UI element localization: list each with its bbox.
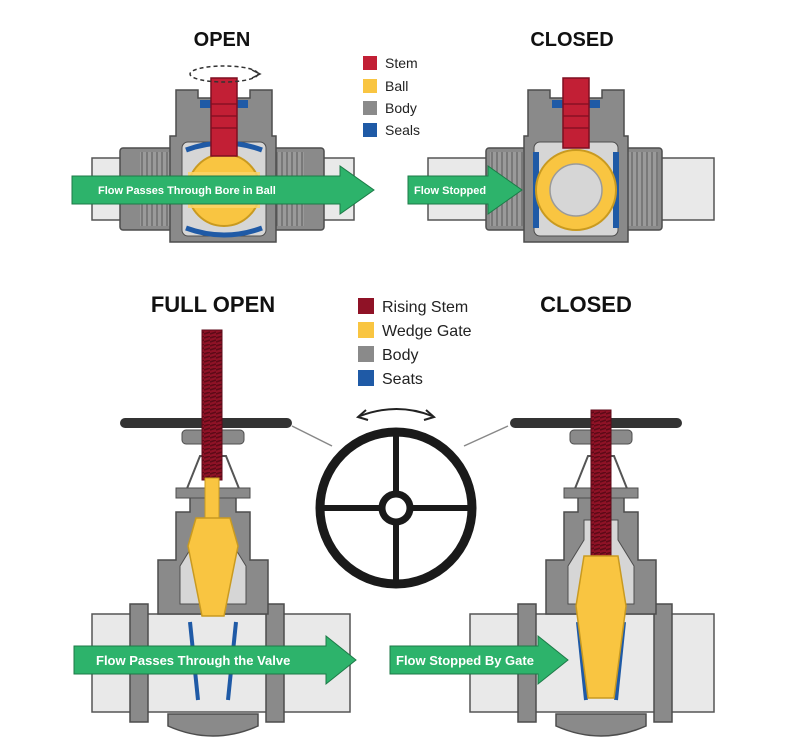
legend-label: Ball: [385, 78, 408, 94]
gate-valve-open-title: FULL OPEN: [151, 292, 275, 317]
handwheel-top-view: [291, 408, 509, 589]
wedge-gate: [575, 555, 627, 699]
ball-valve-open: Flow Passes Through Bore in Ball: [71, 65, 375, 243]
legend-label: Wedge Gate: [382, 323, 472, 340]
flow-arrow: [389, 634, 569, 686]
wedge-gate: [187, 517, 239, 617]
gate-open-flow-label: Flow Passes Through the Valve: [96, 653, 290, 668]
ball-valve-legend: Stem Ball Body Seals: [363, 55, 420, 138]
ball-valve-closed-title: CLOSED: [530, 29, 613, 51]
seal: [185, 225, 263, 238]
gate-valve-open: Flow Passes Through the Valve: [73, 329, 357, 737]
ball-open-flow-label: Flow Passes Through Bore in Ball: [98, 185, 276, 197]
legend-swatch-ball: [363, 79, 377, 93]
stem: [562, 77, 590, 149]
gate-closed-flow-label: Flow Stopped By Gate: [396, 653, 534, 668]
ball-valve-closed: Flow Stopped: [407, 77, 715, 243]
stem: [210, 77, 238, 157]
flow-arrow: [407, 165, 523, 215]
rotate-arrow-icon: [359, 408, 433, 417]
gate-valve-closed-title: CLOSED: [540, 292, 632, 317]
rising-stem: [590, 409, 612, 559]
legend-swatch-body: [358, 346, 374, 362]
legend-swatch-stem: [363, 56, 377, 70]
rising-stem: [201, 329, 223, 481]
rotation-arrow-icon: [189, 65, 259, 83]
ball-closed-flow-label: Flow Stopped: [414, 185, 486, 197]
legend-label: Stem: [385, 55, 418, 71]
legend-label: Seats: [382, 371, 423, 388]
legend-label: Seals: [385, 122, 420, 138]
ball-valve-open-title: OPEN: [194, 29, 251, 51]
gate-valve-closed: Flow Stopped By Gate: [389, 409, 715, 737]
flow-arrow: [73, 634, 357, 686]
legend-swatch-body: [363, 101, 377, 115]
gate-valve-legend: Rising Stem Wedge Gate Body Seats: [358, 298, 472, 388]
legend-label: Body: [385, 100, 417, 116]
legend-label: Body: [382, 347, 418, 364]
flow-arrow: [71, 165, 375, 215]
legend-swatch-seals: [363, 123, 377, 137]
legend-swatch-wedge-gate: [358, 322, 374, 338]
legend-swatch-seats: [358, 370, 374, 386]
legend-label: Rising Stem: [382, 299, 468, 316]
legend-swatch-rising-stem: [358, 298, 374, 314]
